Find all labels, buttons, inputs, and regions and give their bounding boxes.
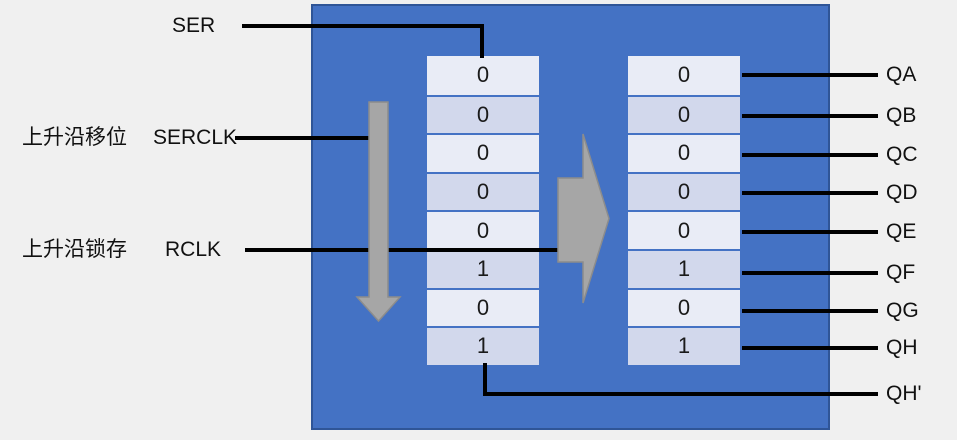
output-wire-qd xyxy=(742,191,878,195)
ser-label: SER xyxy=(172,14,216,37)
output-label-qg: QG xyxy=(886,299,919,322)
storage-register-cell: 0 xyxy=(628,56,740,95)
output-wire-qc xyxy=(742,153,878,157)
storage-register-cell: 1 xyxy=(628,326,740,365)
ser-wire-horizontal xyxy=(242,24,484,28)
chip-body xyxy=(311,4,830,430)
storage-register-column: 0 0 0 0 0 1 0 1 xyxy=(628,56,740,365)
output-wire-qb xyxy=(742,114,878,118)
rclk-function-label: 上升沿锁存 xyxy=(22,238,127,261)
serial-out-label: QH' xyxy=(886,382,922,405)
shift-register-cell: 0 xyxy=(427,171,539,211)
storage-register-cell: 0 xyxy=(628,133,740,172)
shift-register-cell: 1 xyxy=(427,248,539,288)
shift-register-cell: 1 xyxy=(427,326,539,365)
output-wire-qe xyxy=(742,230,878,234)
shift-register-column: 0 0 0 0 0 1 0 1 xyxy=(427,56,539,365)
output-label-qe: QE xyxy=(886,220,917,243)
shift-register-cell: 0 xyxy=(427,56,539,95)
serclk-function-label: 上升沿移位 xyxy=(22,126,127,149)
storage-register-cell: 0 xyxy=(628,94,740,134)
output-label-qa: QA xyxy=(886,63,917,86)
shift-register-cell: 0 xyxy=(427,133,539,172)
shift-register-cell: 0 xyxy=(427,287,539,327)
serclk-wire xyxy=(235,136,369,140)
storage-register-cell: 0 xyxy=(628,171,740,211)
output-label-qh: QH xyxy=(886,336,918,359)
output-label-qb: QB xyxy=(886,104,917,127)
serial-out-wire-vertical xyxy=(483,363,487,396)
ser-wire-vertical xyxy=(480,24,484,58)
serial-out-wire-horizontal xyxy=(483,392,878,396)
output-label-qf: QF xyxy=(886,261,916,284)
storage-register-cell: 0 xyxy=(628,210,740,249)
output-wire-qf xyxy=(742,271,878,275)
shift-register-cell: 0 xyxy=(427,210,539,249)
output-wire-qg xyxy=(742,309,878,313)
output-label-qc: QC xyxy=(886,143,918,166)
shift-register-cell: 0 xyxy=(427,94,539,134)
output-wire-qa xyxy=(742,73,878,77)
output-label-qd: QD xyxy=(886,181,918,204)
storage-register-cell: 1 xyxy=(628,248,740,288)
rclk-label: RCLK xyxy=(165,238,222,261)
serclk-label: SERCLK xyxy=(153,126,238,149)
rclk-wire xyxy=(245,248,559,252)
output-wire-qh xyxy=(742,346,878,350)
storage-register-cell: 0 xyxy=(628,287,740,327)
